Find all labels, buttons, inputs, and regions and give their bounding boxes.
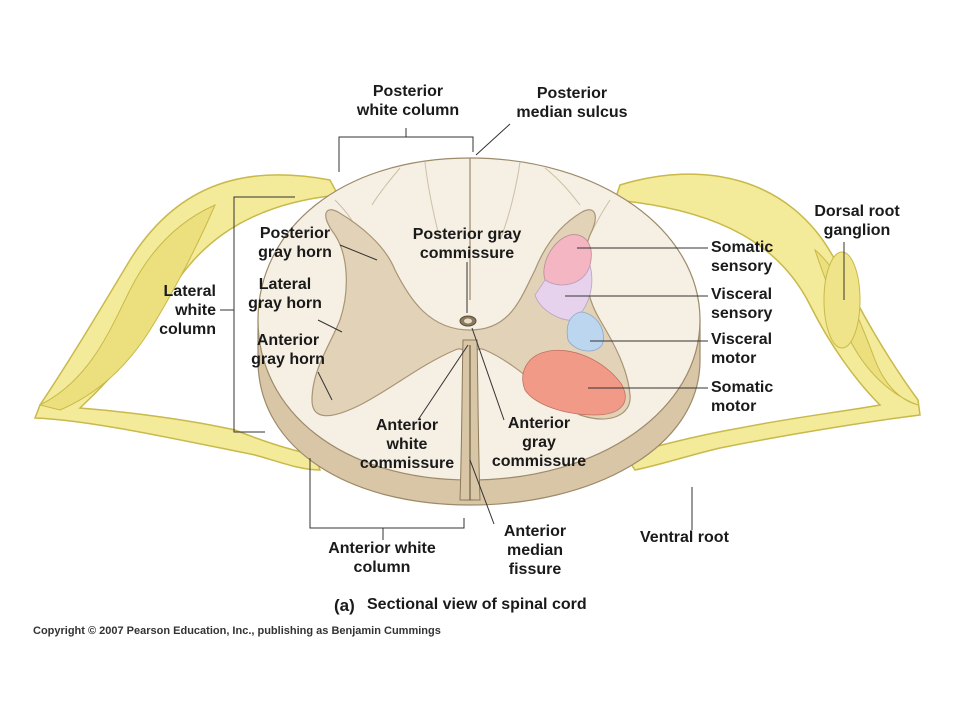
label-lateral-gray-horn: Lateral gray horn — [248, 276, 322, 312]
label-lateral-white-column: Lateral white column — [159, 283, 216, 338]
label-anterior-white-column: Anterior white column — [328, 540, 436, 576]
white-matter-tracts — [334, 161, 611, 241]
caption-tag: (a) — [334, 596, 355, 615]
label-posterior-gray-horn: Posterior gray horn — [258, 225, 332, 261]
left-spinal-nerve — [33, 174, 340, 471]
label-posterior-gray-commissure: Posterior gray commissure — [412, 226, 522, 262]
label-somatic-motor: Somatic motor — [711, 379, 774, 415]
visceral-sensory-zone — [534, 264, 593, 321]
somatic-motor-zone — [522, 349, 626, 416]
label-dorsal-root-ganglion: Dorsal root ganglion — [814, 203, 900, 239]
label-ventral-root: Ventral root — [640, 529, 729, 546]
caption-text: Sectional view of spinal cord — [367, 596, 587, 613]
label-posterior-median-sulcus: Posterior median sulcus — [516, 85, 628, 121]
label-anterior-white-commissure: Anterior white commissure — [359, 417, 455, 472]
label-anterior-median-fissure: Anterior median fissure — [503, 523, 567, 578]
label-somatic-sensory: Somatic sensory — [711, 239, 774, 275]
label-anterior-gray-commissure: Anterior gray commissure — [491, 415, 587, 470]
label-anterior-gray-horn: Anterior gray horn — [251, 332, 325, 368]
label-posterior-white-column: Posterior white column — [356, 83, 460, 119]
copyright-notice: Copyright © 2007 Pearson Education, Inc.… — [33, 625, 441, 637]
leader-lines — [220, 123, 845, 540]
label-visceral-sensory: Visceral sensory — [711, 286, 773, 322]
right-spinal-nerve — [613, 173, 921, 471]
label-visceral-motor: Visceral motor — [711, 331, 773, 367]
